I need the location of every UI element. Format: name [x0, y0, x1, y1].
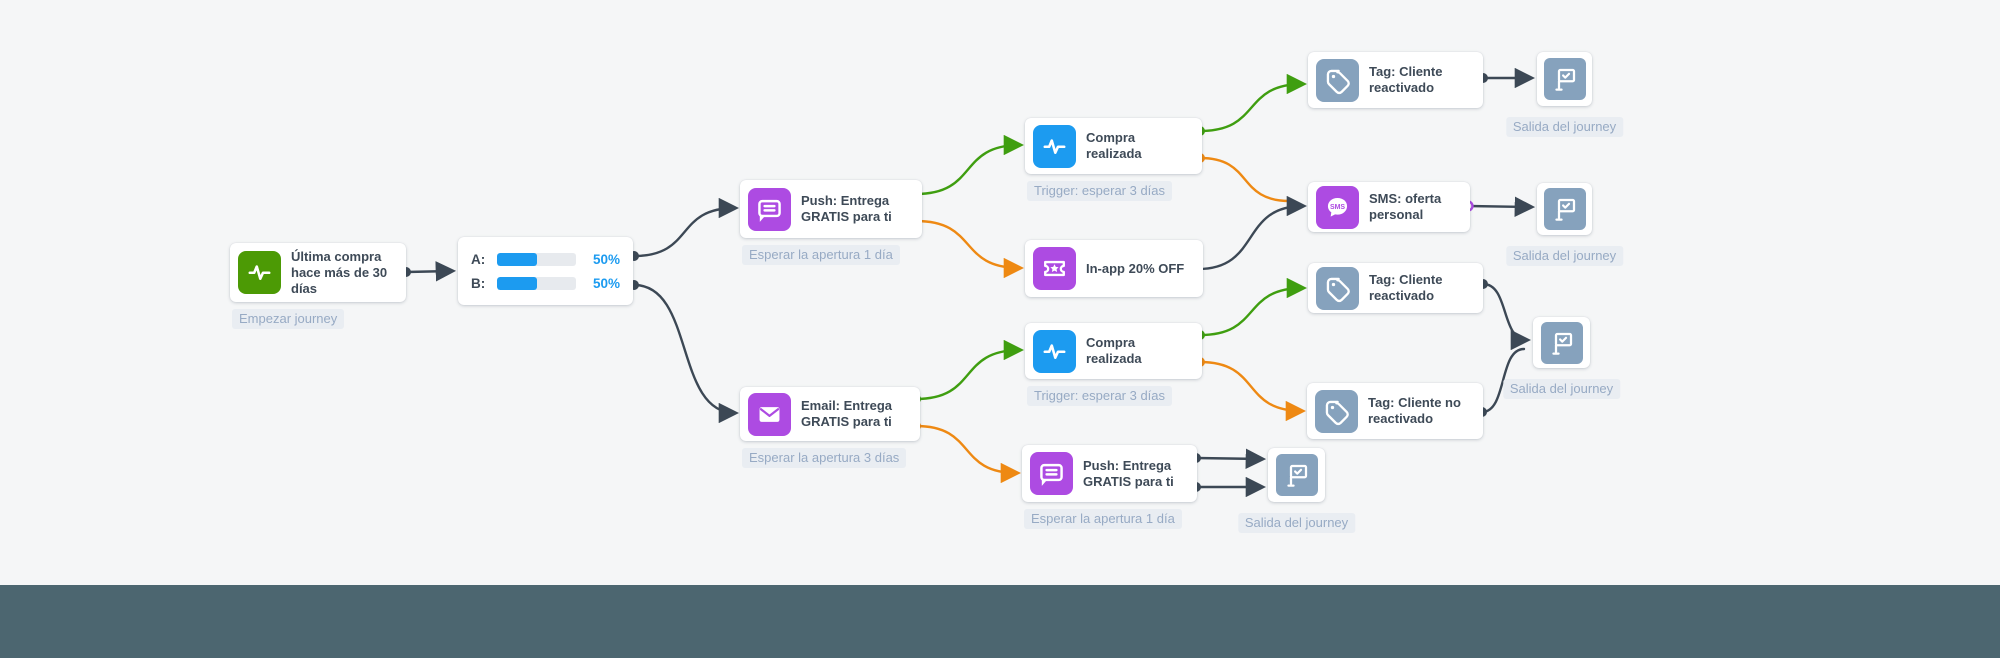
edge-connector — [632, 283, 740, 424]
node-status-label: Esperar la apertura 3 días — [742, 448, 907, 468]
split-row: A: 50% — [471, 252, 620, 267]
purchase-event-node-1[interactable]: Compra realizada — [1025, 118, 1202, 174]
pulse-icon — [1033, 329, 1076, 373]
variant-label: B: — [471, 275, 486, 291]
push-node-1[interactable]: Push: Entrega GRATIS para ti — [740, 180, 922, 238]
node-status-label: Trigger: esperar 3 días — [1027, 181, 1173, 201]
edge-connector — [1198, 277, 1308, 337]
exit-flag-icon — [1540, 321, 1583, 364]
node-title: Push: Entrega GRATIS para ti — [1083, 457, 1174, 489]
split-progress-bar — [497, 276, 576, 290]
node-title: Email: Entrega GRATIS para ti — [801, 398, 893, 429]
exit-node-4[interactable] — [1268, 448, 1325, 502]
node-title: Tag: Cliente no reactivado — [1368, 395, 1461, 426]
ticket-icon — [1033, 247, 1076, 290]
edge-connector — [1466, 196, 1536, 217]
edge-connector — [1198, 73, 1308, 133]
edge-connector — [1198, 156, 1292, 203]
svg-text:SMS: SMS — [1330, 203, 1345, 210]
exit-node-1[interactable] — [1537, 52, 1592, 106]
edge-connector — [914, 424, 1022, 484]
node-title: Push: Entrega GRATIS para ti — [801, 193, 892, 224]
sms-node[interactable]: SMS SMS: oferta personal — [1308, 182, 1470, 232]
variant-label: A: — [471, 251, 486, 267]
node-status-label: Empezar journey — [232, 309, 345, 329]
variant-percentage: 50% — [592, 275, 620, 291]
node-title: In-app 20% OFF — [1086, 260, 1185, 276]
exit-flag-icon — [1543, 58, 1586, 100]
start-trigger-node[interactable]: Última compra hace más de 30 días — [230, 243, 406, 302]
exit-flag-icon — [1275, 454, 1318, 496]
email-icon — [748, 392, 791, 436]
footer-band — [0, 585, 2000, 658]
edge-connector — [1194, 448, 1267, 469]
email-node[interactable]: Email: Entrega GRATIS para ti — [740, 387, 920, 441]
edge-connector — [914, 134, 1025, 196]
edge-connector — [632, 197, 740, 258]
node-title: Tag: Cliente reactivado — [1369, 272, 1443, 303]
node-status-label: Trigger: esperar 3 días — [1027, 386, 1173, 406]
purchase-event-node-2[interactable]: Compra realizada — [1025, 323, 1202, 379]
edge-connector — [404, 261, 457, 282]
node-status-label: Esperar la apertura 1 día — [1024, 509, 1182, 529]
node-status-label: Salida del journey — [1505, 246, 1624, 266]
tag-node-2[interactable]: Tag: Cliente reactivado — [1308, 263, 1483, 313]
exit-flag-icon — [1543, 188, 1586, 230]
edge-connector — [914, 219, 1025, 279]
ab-split-node[interactable]: A: 50% B: 50% — [458, 237, 633, 305]
push-node-2[interactable]: Push: Entrega GRATIS para ti — [1022, 445, 1197, 502]
node-status-label: Salida del journey — [1502, 379, 1621, 399]
node-title: Tag: Cliente reactivado — [1369, 64, 1443, 95]
variant-percentage: 50% — [592, 251, 620, 267]
node-title: SMS: oferta personal — [1369, 191, 1442, 222]
edge-connector — [914, 339, 1025, 401]
node-status-label: Esperar la apertura 1 día — [742, 245, 900, 265]
tag-icon — [1316, 266, 1359, 310]
split-row: B: 50% — [471, 276, 620, 291]
node-title: Compra realizada — [1086, 130, 1142, 161]
push-message-icon — [1030, 452, 1073, 495]
node-title: Última compra hace más de 30 días — [291, 248, 388, 296]
exit-node-2[interactable] — [1537, 183, 1592, 235]
pulse-icon — [1033, 124, 1076, 168]
node-status-label: Salida del journey — [1237, 513, 1356, 533]
edge-connector — [1196, 195, 1308, 271]
tag-node-3[interactable]: Tag: Cliente no reactivado — [1307, 383, 1483, 439]
tag-icon — [1316, 58, 1359, 102]
edge-connector — [1198, 360, 1307, 422]
tag-node-1[interactable]: Tag: Cliente reactivado — [1308, 52, 1483, 108]
tag-icon — [1315, 389, 1358, 433]
pulse-icon — [238, 251, 281, 294]
split-progress-bar — [497, 252, 576, 266]
node-status-label: Salida del journey — [1505, 117, 1624, 137]
sms-bubble-icon: SMS — [1316, 185, 1359, 229]
inapp-node[interactable]: In-app 20% OFF — [1025, 240, 1203, 297]
push-message-icon — [748, 187, 791, 231]
edge-connector — [1481, 282, 1532, 351]
exit-node-3[interactable] — [1533, 317, 1590, 368]
node-title: Compra realizada — [1086, 335, 1142, 366]
